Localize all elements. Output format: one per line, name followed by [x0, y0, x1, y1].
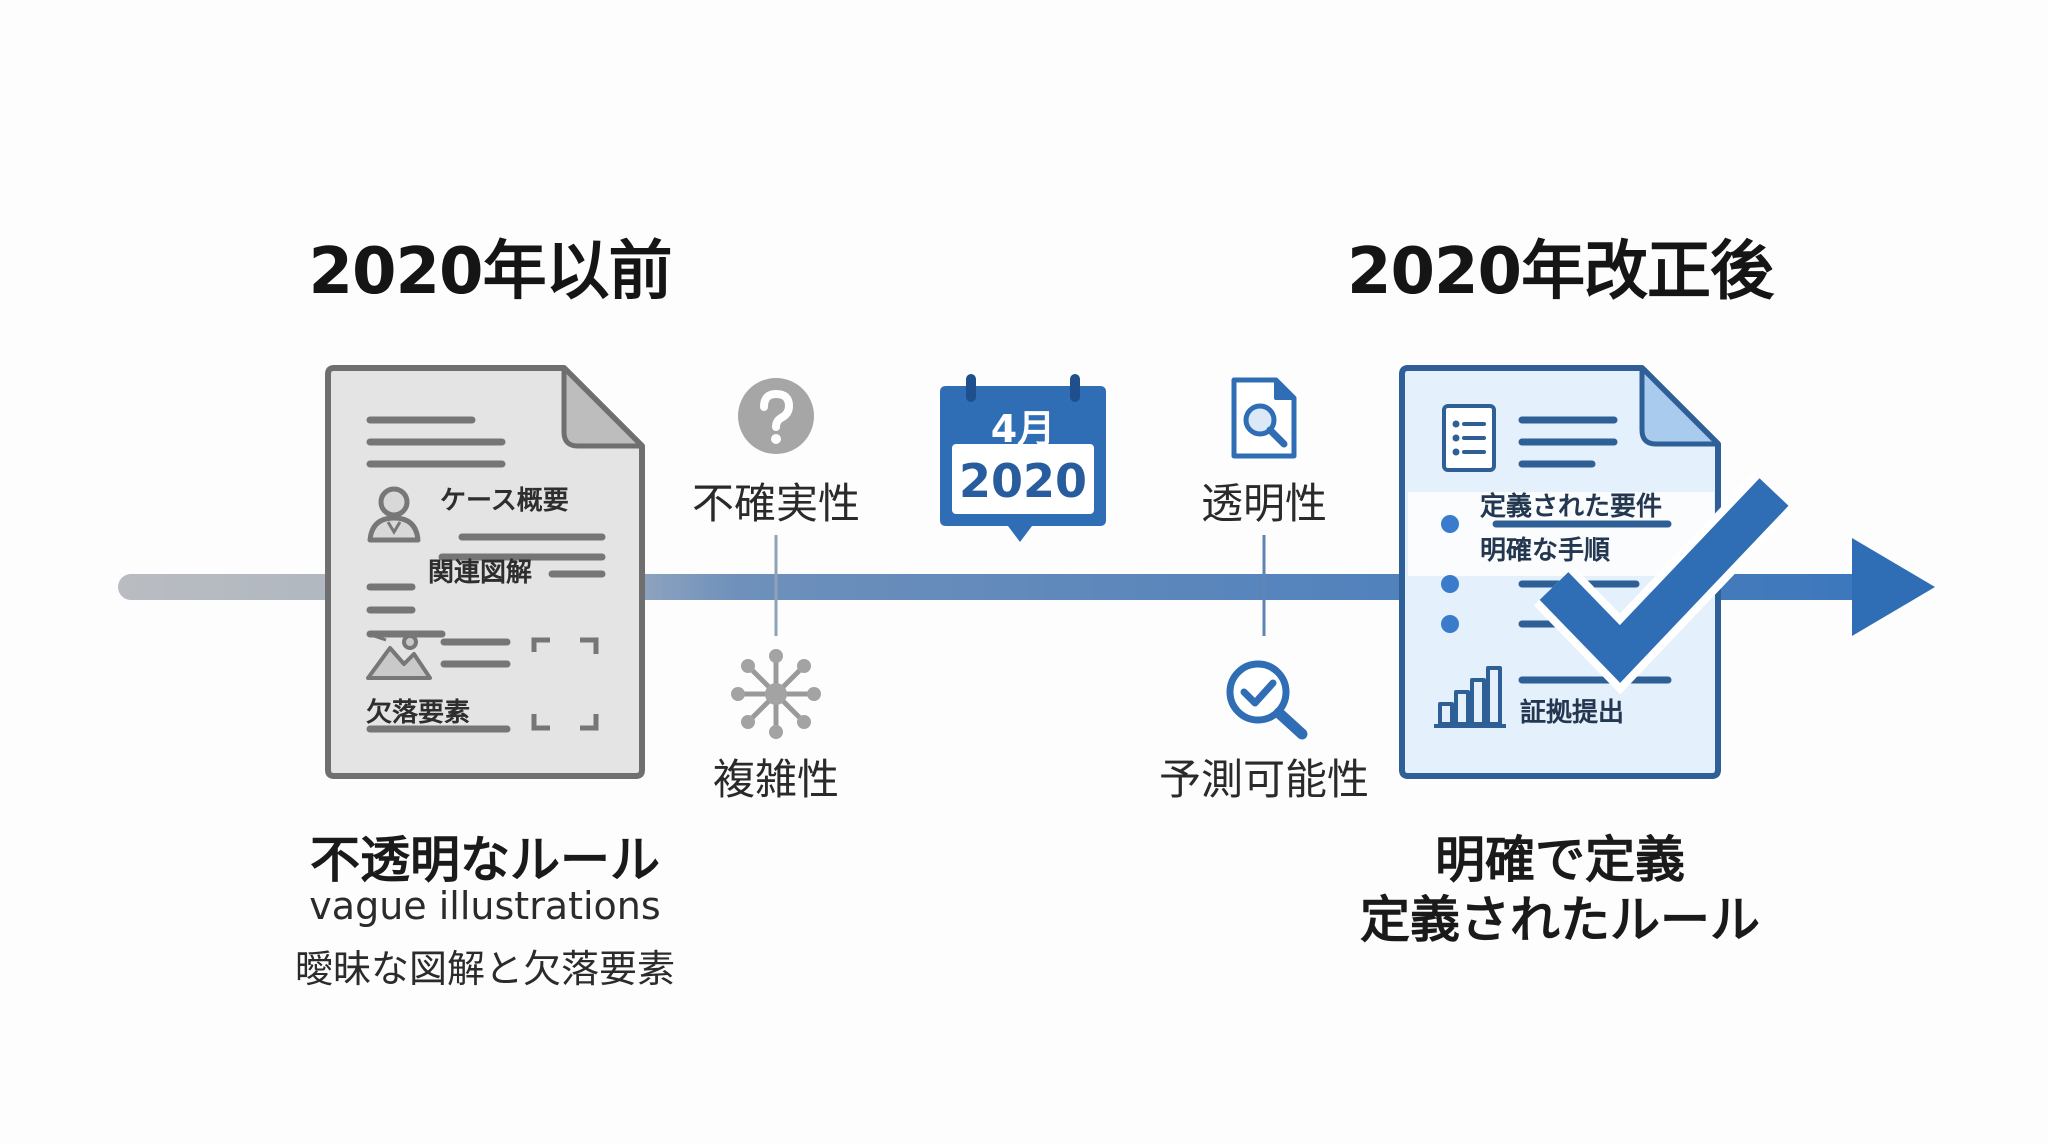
image-icon: [366, 634, 432, 680]
before-caption-jp: 曖昧な図解と欠落要素: [294, 947, 675, 991]
calendar-2020: 4月 2020: [936, 370, 1110, 552]
before-document: ケース概要 関連図解 欠落要素: [322, 362, 652, 782]
calendar-month: 4月: [990, 407, 1056, 451]
question-icon: [738, 378, 814, 454]
before-caption-en: vague illustrations: [309, 884, 661, 928]
after-doc-item-3: 証拠提出: [1520, 698, 1625, 728]
marker-label-transparency: 透明性: [1200, 479, 1327, 528]
before-doc-item-3: 欠落要素: [366, 698, 471, 728]
timeline-arrowhead: [1852, 538, 1935, 636]
marker-label-uncertainty: 不確実性: [691, 479, 860, 528]
document-search-icon: [1231, 377, 1297, 459]
before-heading: 2020年以前: [308, 235, 672, 309]
after-doc-item-2: 明確な手順: [1480, 536, 1611, 566]
marker-label-complexity: 複雑性: [712, 755, 839, 804]
magnifier-check-icon: [1226, 660, 1308, 740]
calendar-year: 2020: [958, 454, 1088, 508]
after-heading: 2020年改正後: [1346, 235, 1774, 309]
person-icon: [367, 486, 421, 543]
marker-label-predictability: 予測可能性: [1158, 755, 1369, 804]
network-icon: [731, 649, 821, 739]
after-doc-item-1: 定義された要件: [1480, 492, 1663, 522]
checkmark-icon: [1533, 472, 1795, 694]
after-caption-line2: 定義されたルール: [1360, 891, 1760, 949]
before-doc-item-1: ケース概要: [440, 486, 569, 516]
before-caption-main: 不透明なルール: [310, 831, 660, 889]
after-caption-line1: 明確で定義: [1435, 831, 1685, 889]
before-doc-item-2: 関連図解: [428, 558, 533, 588]
